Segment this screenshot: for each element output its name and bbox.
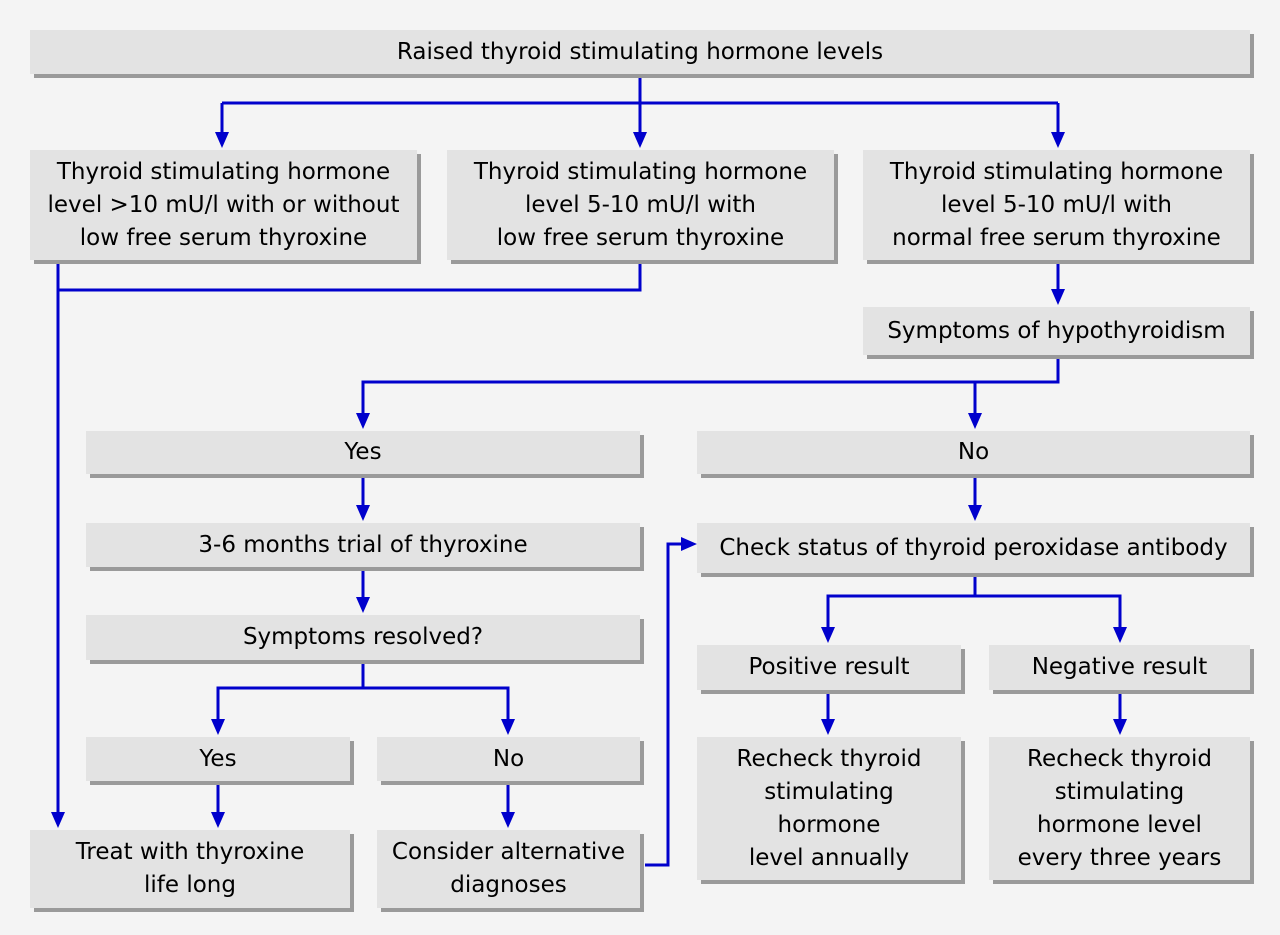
arrow-to-tsh-high — [215, 132, 229, 148]
arrow-yes2-to-treat — [211, 812, 225, 828]
arrow-to-yes2 — [211, 719, 225, 735]
node-yes2: Yes — [86, 737, 350, 781]
arrow-no1-to-check-tpo — [968, 505, 982, 521]
arrow-to-resolved — [356, 597, 370, 613]
node-treat: Treat with thyroxine life long — [30, 830, 350, 908]
node-recheck-three: Recheck thyroid stimulating hormone leve… — [989, 737, 1250, 880]
connector-symptoms-split — [361, 355, 1060, 413]
arrow-to-recheck-annual — [821, 719, 835, 735]
arrow-to-treat — [51, 812, 65, 828]
node-check-tpo: Check status of thyroid peroxidase antib… — [697, 523, 1250, 573]
arrow-to-check-tpo — [681, 537, 697, 551]
connector-root-split — [220, 74, 1060, 132]
node-tsh-high: Thyroid stimulating hormone level >10 mU… — [30, 150, 417, 260]
arrow-to-trial — [356, 505, 370, 521]
node-positive: Positive result — [697, 645, 961, 690]
arrow-to-no2 — [501, 719, 515, 735]
connector-check-split — [826, 573, 1122, 627]
connector-positive-recheck — [826, 690, 1122, 719]
arrow-to-symptoms — [1051, 289, 1065, 305]
node-yes1: Yes — [86, 431, 640, 474]
node-tsh-mid-normal: Thyroid stimulating hormone level 5-10 m… — [863, 150, 1250, 260]
node-resolved: Symptoms resolved? — [86, 615, 640, 660]
arrow-to-recheck-three — [1113, 719, 1127, 735]
arrow-to-no1 — [968, 413, 982, 429]
arrow-to-tsh-mid-normal — [1051, 132, 1065, 148]
node-negative: Negative result — [989, 645, 1250, 690]
arrow-to-yes1 — [356, 413, 370, 429]
arrow-to-alternative — [501, 812, 515, 828]
node-trial: 3-6 months trial of thyroxine — [86, 523, 640, 567]
node-tsh-mid-low: Thyroid stimulating hormone level 5-10 m… — [447, 150, 834, 260]
node-alternative: Consider alternative diagnoses — [377, 830, 640, 908]
node-no2: No — [377, 737, 640, 781]
connector-to-treat — [56, 260, 642, 812]
arrow-to-negative — [1113, 627, 1127, 643]
node-recheck-annual: Recheck thyroid stimulating hormone leve… — [697, 737, 961, 880]
connector-resolved-split — [216, 660, 510, 719]
arrow-to-positive — [821, 627, 835, 643]
connector-alternative-check — [645, 542, 681, 867]
node-symptoms: Symptoms of hypothyroidism — [863, 307, 1250, 355]
node-root: Raised thyroid stimulating hormone level… — [30, 30, 1250, 74]
node-no1: No — [697, 431, 1250, 474]
arrow-to-tsh-mid-low — [633, 132, 647, 148]
